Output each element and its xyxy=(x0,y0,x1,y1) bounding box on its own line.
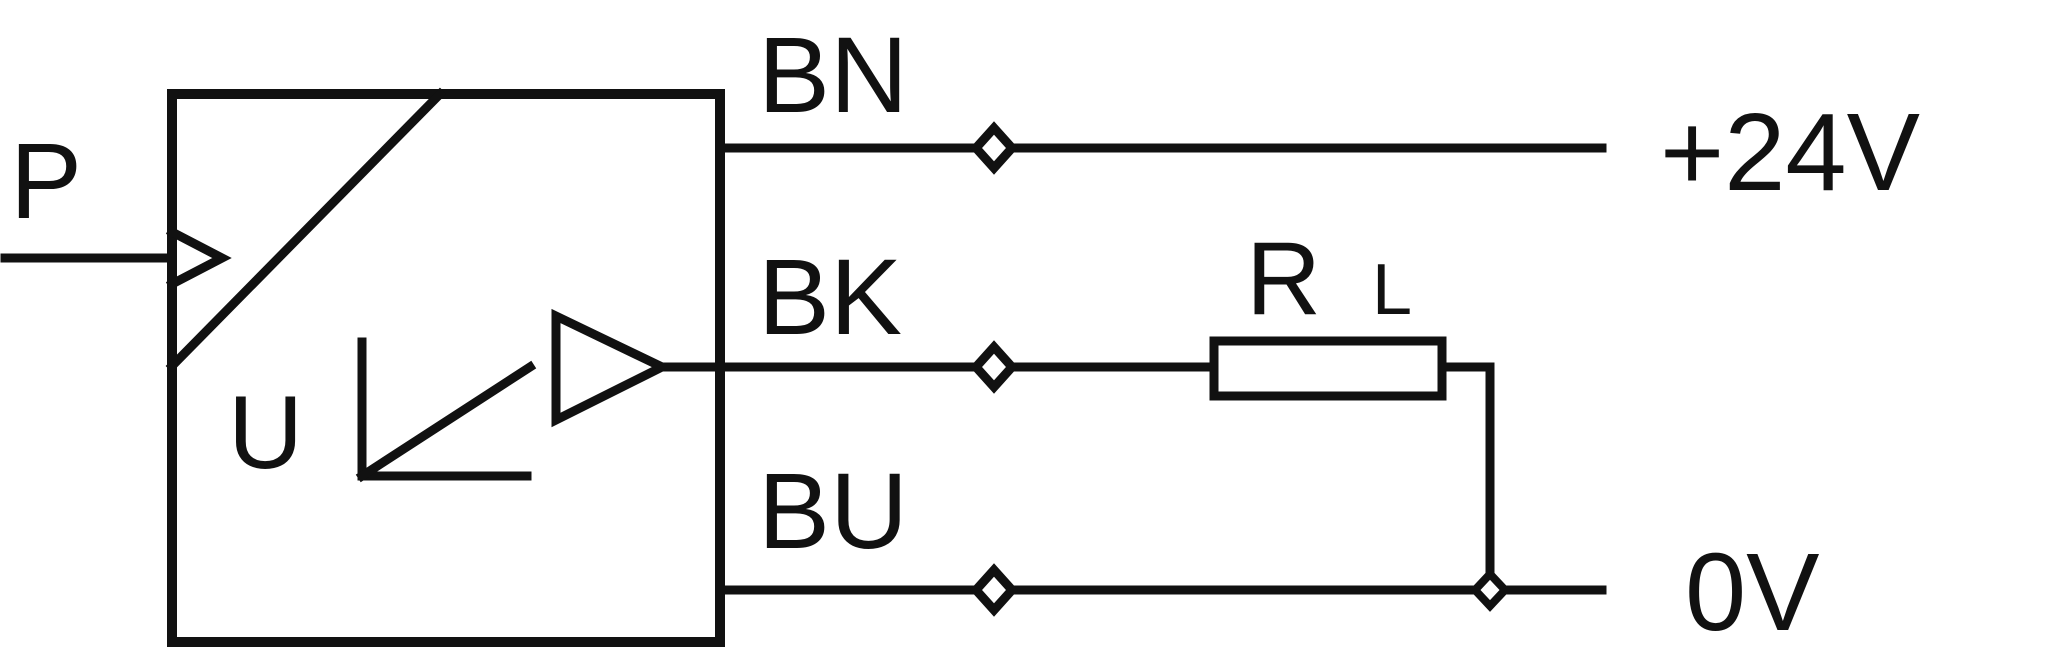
resistor-symbol-label: R xyxy=(1246,221,1321,337)
resistor-return-line xyxy=(1437,362,1495,595)
load-resistor xyxy=(1209,336,1447,401)
bk-code-label: BK xyxy=(758,236,902,357)
junction-terminal-icon xyxy=(1469,568,1511,612)
bk-terminal-icon xyxy=(969,340,1019,394)
bn-terminal-icon xyxy=(969,121,1019,175)
supply-zero-label: 0V xyxy=(1685,531,1820,652)
block-diagonal xyxy=(165,87,447,373)
pressure-input-label: P xyxy=(10,120,82,241)
transmitter-block xyxy=(167,89,725,647)
bu-terminal-icon xyxy=(969,563,1019,617)
analog-ramp-line xyxy=(355,360,537,483)
supply-positive-label: +24V xyxy=(1660,91,1920,214)
bu-code-label: BU xyxy=(758,450,908,571)
input-triangle-icon xyxy=(165,225,232,291)
bn-code-label: BN xyxy=(758,14,908,135)
amplifier-triangle-icon xyxy=(551,308,673,428)
resistor-subscript-label: L xyxy=(1372,250,1412,330)
output-symbol-label: U xyxy=(228,375,303,491)
